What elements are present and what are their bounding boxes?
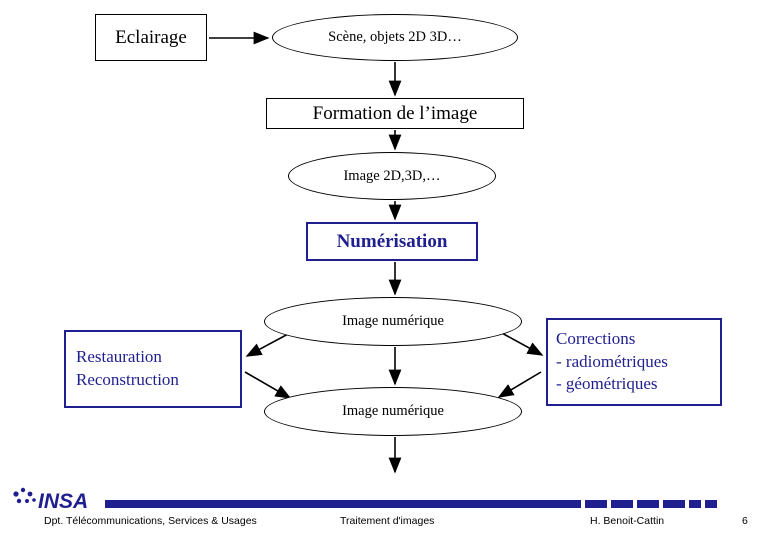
footer-rule	[105, 499, 717, 508]
node-image-2d-3d-label: Image 2D,3D,…	[343, 167, 441, 184]
node-corrections: Corrections - radiométriques - géométriq…	[546, 318, 722, 406]
node-image-numerique-top: Image numérique	[264, 297, 522, 346]
footer-rule-segment	[585, 499, 607, 508]
node-eclairage-label: Eclairage	[115, 26, 187, 48]
node-scene-label: Scène, objets 2D 3D…	[328, 29, 462, 45]
node-restauration-text: Restauration Reconstruction	[76, 346, 179, 392]
node-corrections-line-2: - radiométriques	[556, 351, 668, 371]
node-formation-image: Formation de l’image	[266, 98, 524, 129]
footer-author: H. Benoit-Cattin	[590, 515, 665, 527]
footer-rule-segment	[105, 499, 581, 508]
footer-rule-segment	[637, 499, 659, 508]
node-restauration-line-1: Restauration	[76, 347, 162, 367]
node-scene: Scène, objets 2D 3D…	[272, 14, 518, 61]
insa-logo-text: INSA	[38, 490, 88, 513]
node-image-numerique-bottom: Image numérique	[264, 387, 522, 436]
footer-department: Dpt. Télécommunications, Services & Usag…	[44, 515, 257, 527]
footer-rule-segment	[663, 499, 685, 508]
footer-rule-segment	[689, 499, 701, 508]
node-image-2d-3d: Image 2D,3D,…	[288, 152, 496, 200]
node-corrections-line-3: - géométriques	[556, 374, 658, 394]
node-corrections-text: Corrections - radiométriques - géométriq…	[556, 328, 668, 397]
footer-page-number: 6	[742, 515, 748, 527]
footer-subject: Traitement d'images	[340, 515, 435, 527]
node-image-numerique-top-label: Image numérique	[342, 313, 444, 329]
node-numerisation-label: Numérisation	[336, 230, 448, 252]
node-restauration-reconstruction: Restauration Reconstruction	[64, 330, 242, 408]
node-numerisation: Numérisation	[306, 222, 478, 261]
node-formation-image-label: Formation de l’image	[312, 102, 478, 124]
footer-rule-segment	[611, 499, 633, 508]
node-corrections-line-1: Corrections	[556, 328, 636, 348]
node-image-numerique-bottom-label: Image numérique	[342, 403, 444, 419]
node-restauration-line-2: Reconstruction	[76, 370, 179, 389]
insa-logo: INSA	[13, 487, 88, 513]
footer-rule-segment	[705, 499, 717, 508]
node-eclairage: Eclairage	[95, 14, 207, 61]
